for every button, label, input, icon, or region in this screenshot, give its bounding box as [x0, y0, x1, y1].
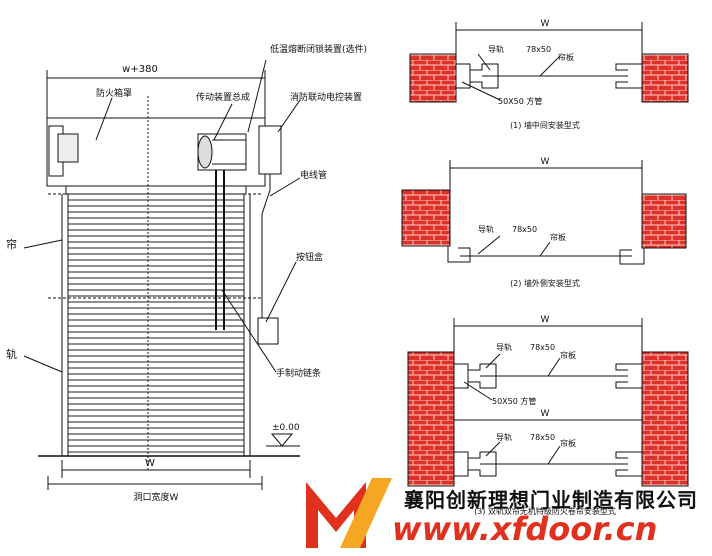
conduit-label: 电线管: [300, 169, 327, 181]
detail-1-mid-wall: W 导轨 78x50 帘板 50X50 方管 (1) 墙中间安装型式: [409, 19, 689, 130]
d3-panel2: 帘板: [560, 438, 576, 448]
d2-caption: (2) 墙外侧安装型式: [510, 278, 580, 288]
d2-panel: 帘板: [550, 232, 566, 242]
manual-chain-label: 手制动链条: [276, 367, 321, 379]
linkage-label: 消防联动电控装置: [290, 91, 362, 103]
rail-side-label: 轨: [6, 347, 17, 361]
detail-3-double-rail: W 导轨 78x50 帘板 50X50 方管 W 导轨 78x50 帘板 (3)…: [407, 315, 689, 516]
top-dim-label: w+380: [122, 64, 158, 75]
d1-caption: (1) 墙中间安装型式: [510, 120, 580, 130]
d3-rail-size: 78x50: [530, 343, 555, 352]
d3-panel: 帘板: [560, 350, 576, 360]
d1-rail-size: 78x50: [526, 45, 551, 54]
d3-tube: 50X50 方管: [492, 396, 536, 406]
curtain-slats: [67, 193, 245, 457]
elevation-labels: w+380 防火箱罩 传动装置总成 低温熔断闭锁装置(选件) 消防联动电控装置 …: [6, 43, 367, 503]
detail-2-outer-wall: W 导轨 78x50 帘板 (2) 墙外侧安装型式: [401, 157, 687, 288]
d1-panel: 帘板: [558, 52, 574, 62]
w-label: W: [145, 458, 155, 469]
opening-width-label: 洞口宽度W: [134, 491, 179, 503]
fire-box-label: 防火箱罩: [96, 87, 132, 99]
d1-w: W: [541, 19, 550, 29]
d3-rail: 导轨: [496, 342, 512, 352]
d1-rail: 导轨: [488, 44, 504, 54]
d3-caption: (3) 双轨双帘无机特级防火卷帘安装型式: [474, 506, 616, 516]
d3-rail2: 导轨: [496, 432, 512, 442]
temp-lock-label: 低温熔断闭锁装置(选件): [270, 43, 367, 55]
company-name: 襄阳创新理想门业制造有限公司: [404, 488, 698, 512]
company-website: www.xfdoor.cn: [392, 510, 658, 548]
level-label: ±0.00: [272, 423, 300, 433]
brand-logo: [306, 478, 392, 548]
d2-rail: 导轨: [478, 224, 494, 234]
d3-w: W: [541, 315, 550, 325]
button-box: [257, 317, 279, 345]
control-box: [258, 125, 282, 175]
button-box-label: 按钮盒: [296, 251, 323, 263]
front-elevation: [23, 59, 301, 490]
d3-rail2-size: 78x50: [530, 433, 555, 442]
d2-w: W: [541, 157, 550, 167]
d1-tube: 50X50 方管: [498, 96, 542, 106]
d3-w2: W: [541, 409, 550, 419]
d2-rail-size: 78x50: [512, 225, 537, 234]
curtain-side-label: 帘: [6, 237, 17, 251]
drive-label: 传动装置总成: [196, 91, 250, 103]
